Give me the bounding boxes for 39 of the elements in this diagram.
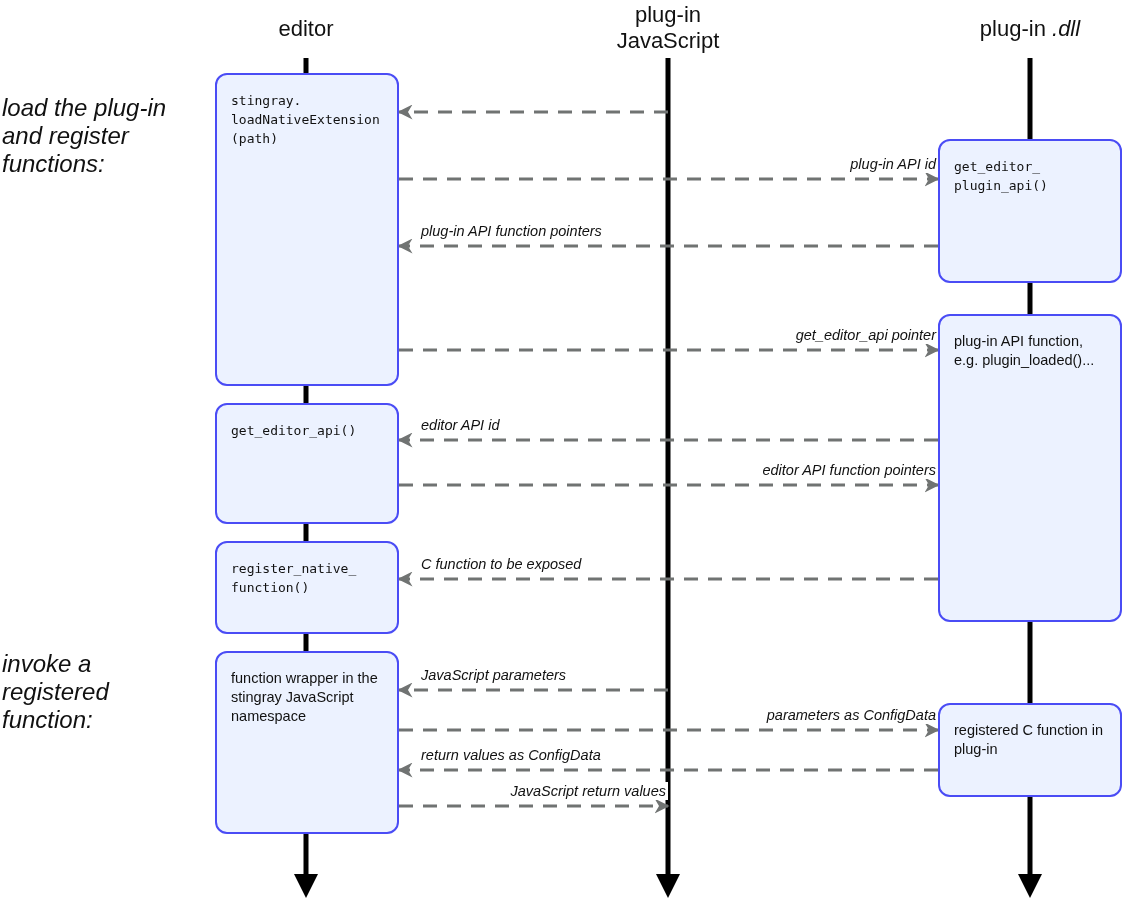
edge-label: JavaScript return values — [508, 782, 668, 800]
lifeline-label: plug-in JavaScript — [615, 2, 721, 54]
activation-box — [938, 314, 1122, 622]
box-text: register_native_ function() — [231, 560, 358, 597]
phase-label: load the plug-in and register functions: — [2, 94, 168, 178]
arrow — [397, 682, 668, 698]
arrow — [399, 171, 940, 187]
activation-box — [215, 73, 399, 386]
lifeline-label: plug-in .dll — [978, 16, 1082, 42]
arrow — [399, 342, 940, 358]
box-text: get_editor_ plugin_api() — [954, 158, 1049, 195]
arrow — [397, 571, 938, 587]
arrow — [397, 762, 938, 778]
edge-label: editor API function pointers — [760, 461, 938, 479]
edge-label: plug-in API id — [848, 155, 938, 173]
edge-label: return values as ConfigData — [419, 746, 603, 764]
edge-label: get_editor_api pointer — [793, 326, 938, 344]
phase-label: invoke a registered function: — [2, 650, 111, 734]
activation-box — [938, 703, 1122, 797]
box-text: registered C function in plug-in — [954, 721, 1105, 759]
activation-box — [215, 403, 399, 524]
arrow — [397, 104, 668, 120]
box-text: stingray. loadNativeExtension (path) — [231, 92, 381, 148]
box-text: plug-in API function, e.g. plugin_loaded()... — [954, 332, 1096, 370]
arrow — [399, 722, 940, 738]
arrow — [397, 238, 938, 254]
box-text: get_editor_api() — [231, 422, 358, 440]
edge-label: parameters as ConfigData — [764, 706, 938, 724]
activation-box — [215, 651, 399, 834]
arrow — [397, 432, 938, 448]
activation-box — [215, 541, 399, 634]
arrow — [399, 477, 940, 493]
edge-label: plug-in API function pointers — [419, 222, 604, 240]
box-text: function wrapper in the stingray JavaScript namespace — [231, 669, 379, 726]
edge-label: C function to be exposed — [419, 555, 584, 573]
arrow — [399, 798, 670, 814]
lifeline-label: editor — [277, 16, 335, 42]
activation-box — [938, 139, 1122, 283]
edge-label: JavaScript parameters — [419, 666, 569, 684]
